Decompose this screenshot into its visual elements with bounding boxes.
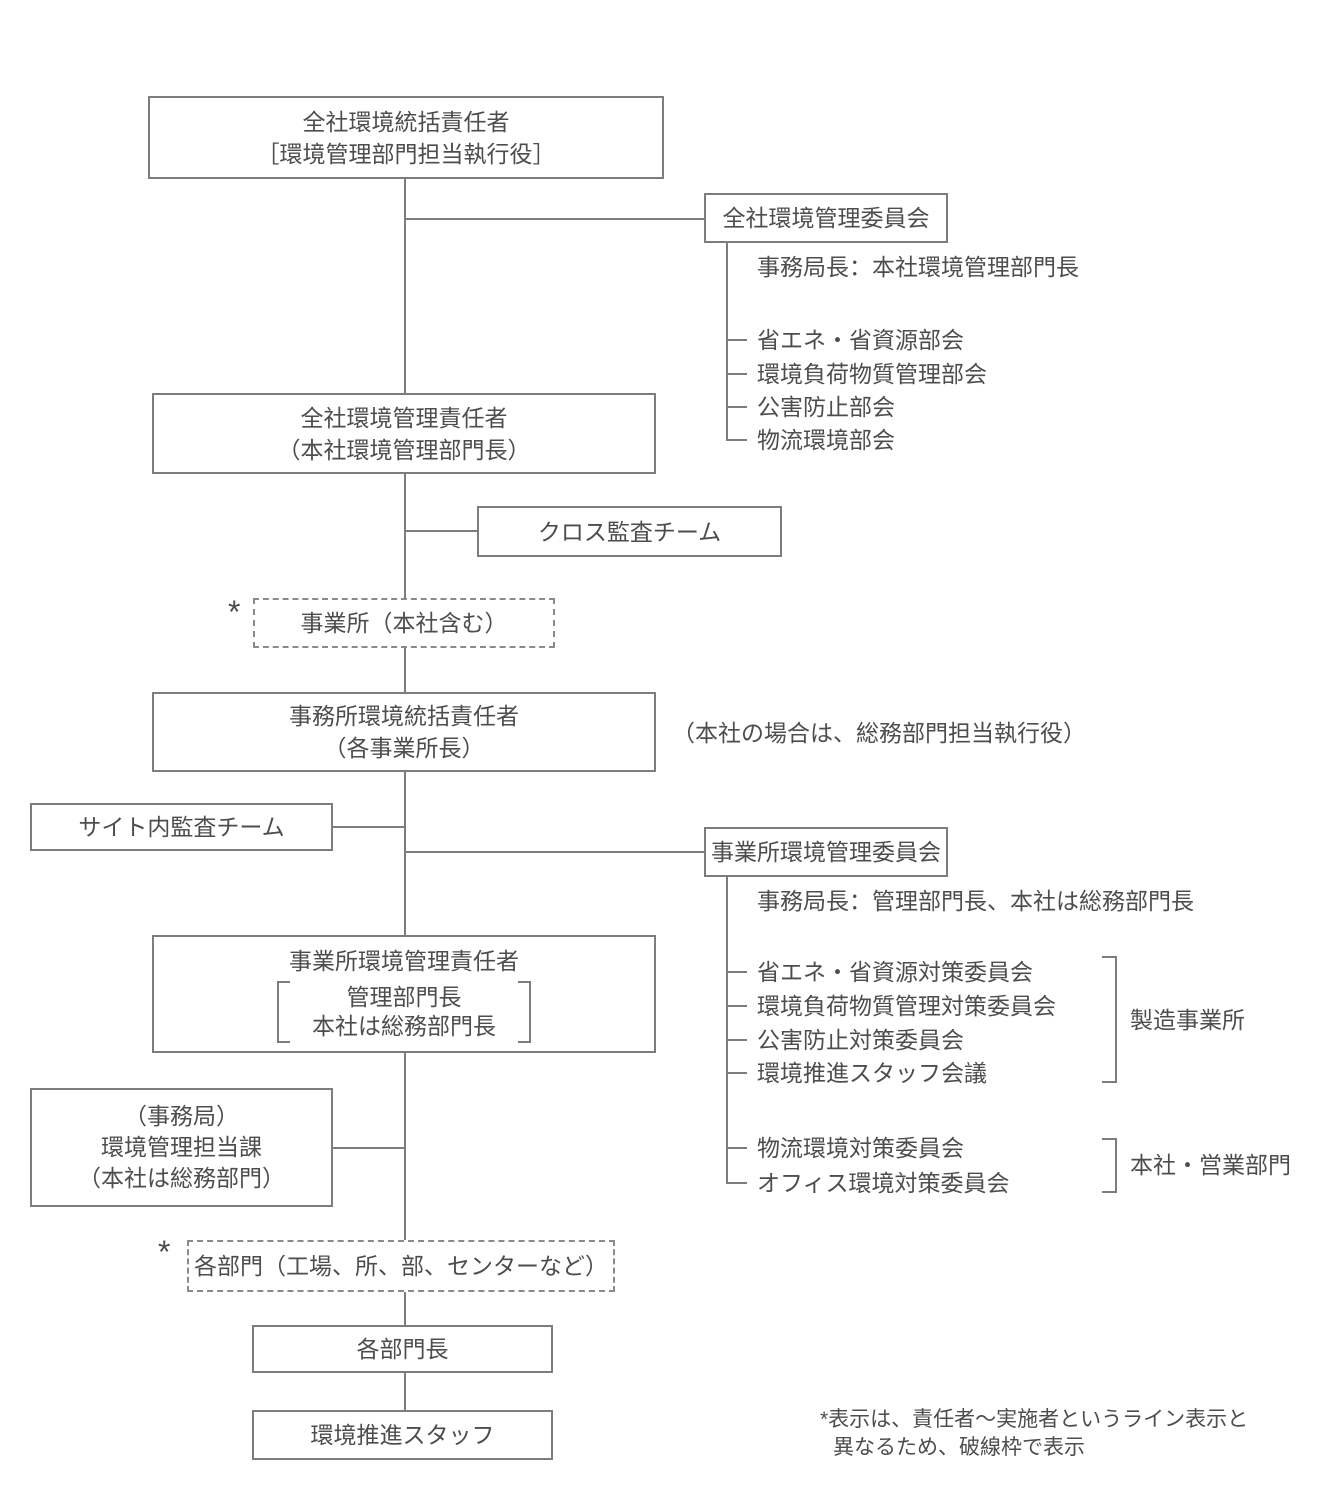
site-committee-tick-5 (726, 1147, 747, 1149)
node-secretariat-line1: （事務局） (124, 1103, 239, 1129)
site-env-manager-bracket-group: 管理部門長 本社は総務部門長 (277, 981, 531, 1043)
node-office-env-chief-line1: 事務所環境統括責任者 (289, 703, 519, 729)
connector-cross-audit (404, 530, 477, 532)
site-committee-item: 物流環境対策委員会 (757, 1135, 964, 1161)
node-promotion-staff-label: 環境推進スタッフ (310, 1422, 495, 1448)
departments-dashed-asterisk: * (158, 1234, 171, 1270)
node-site-env-manager: 事業所環境管理責任者 管理部門長 本社は総務部門長 (152, 935, 656, 1053)
node-site-env-manager-bracket-line1: 管理部門長 (346, 984, 462, 1010)
company-committee-branch-line (726, 243, 728, 441)
node-cross-audit-team-label: クロス監査チーム (537, 518, 722, 545)
node-site-env-manager-bracket-line2: 本社は総務部門長 (312, 1013, 496, 1039)
trunk-segment-6 (404, 1292, 406, 1325)
company-committee-tick-3 (726, 406, 747, 408)
site-committee-item: 省エネ・省資源対策委員会 (757, 959, 1033, 985)
company-committee-secretariat: 事務局長：本社環境管理部門長 (757, 254, 1079, 280)
site-committee-tick-6 (726, 1182, 747, 1184)
company-committee-tick-4 (726, 439, 747, 441)
node-site-env-manager-line1: 事業所環境管理責任者 (289, 948, 519, 974)
node-secretariat-line2: 環境管理担当課 (101, 1134, 262, 1160)
node-company-env-chief: 全社環境統括責任者 ［環境管理部門担当執行役］ (148, 96, 664, 179)
footnote-line2: 異なるため、破線枠で表示 (833, 1436, 1085, 1459)
site-committee-secretariat: 事務局長：管理部門長、本社は総務部門長 (757, 888, 1194, 914)
trunk-segment-2 (404, 474, 406, 598)
footnote-line1: *表示は、責任者～実施者というライン表示と (820, 1408, 1249, 1431)
office-bracket-label: 本社・営業部門 (1130, 1152, 1291, 1178)
node-business-sites: 事業所（本社含む） (253, 598, 555, 648)
node-site-audit-team: サイト内監査チーム (30, 803, 333, 851)
site-committee-tick-2 (726, 1005, 747, 1007)
site-committee-tick-1 (726, 971, 747, 973)
node-company-env-manager-line2: （本社環境管理部門長） (277, 436, 531, 463)
site-committee-item: 環境負荷物質管理対策委員会 (757, 993, 1056, 1019)
node-departments: 各部門（工場、所、部、センターなど） (187, 1240, 615, 1292)
site-committee-item: オフィス環境対策委員会 (757, 1170, 1010, 1196)
node-department-heads: 各部門長 (252, 1325, 553, 1373)
node-company-committee: 全社環境管理委員会 (704, 193, 948, 243)
footnote: *表示は、責任者～実施者というライン表示と 異なるため、破線枠で表示 (820, 1406, 1248, 1462)
site-committee-branch-line (726, 877, 728, 1184)
trunk-segment-3 (404, 648, 406, 692)
node-departments-label: 各部門（工場、所、部、センターなど） (194, 1253, 608, 1279)
connector-secretariat-box (333, 1147, 404, 1149)
node-business-sites-label: 事業所（本社含む） (300, 610, 508, 636)
site-committee-tick-3 (726, 1039, 747, 1041)
node-secretariat: （事務局） 環境管理担当課 （本社は総務部門） (30, 1088, 333, 1207)
node-site-committee-label: 事業所環境管理委員会 (711, 839, 941, 865)
manufacturing-bracket-label: 製造事業所 (1130, 1007, 1245, 1033)
company-committee-tick-1 (726, 339, 747, 341)
site-committee-item: 環境推進スタッフ会議 (757, 1060, 987, 1086)
company-committee-tick-2 (726, 373, 747, 375)
company-committee-item: 公害防止部会 (757, 394, 895, 420)
company-committee-item: 省エネ・省資源部会 (757, 327, 964, 353)
node-company-env-chief-line1: 全社環境統括責任者 (302, 108, 510, 135)
node-company-env-chief-line2: ［環境管理部門担当執行役］ (256, 140, 556, 167)
office-env-chief-note: （本社の場合は、総務部門担当執行役） (672, 720, 1086, 746)
node-company-env-manager: 全社環境管理責任者 （本社環境管理部門長） (152, 393, 656, 474)
node-site-committee: 事業所環境管理委員会 (704, 827, 948, 877)
right-bracket-shape (518, 981, 531, 1043)
node-company-env-manager-line1: 全社環境管理責任者 (300, 404, 508, 431)
connector-site-audit (333, 826, 404, 828)
node-office-env-chief-line2: （各事業所長） (323, 735, 485, 761)
trunk-segment-4 (404, 772, 406, 935)
node-cross-audit-team: クロス監査チーム (477, 506, 782, 557)
connector-site-committee (404, 851, 705, 853)
trunk-segment-5 (404, 1053, 406, 1240)
site-committee-item: 公害防止対策委員会 (757, 1027, 964, 1053)
node-company-committee-label: 全社環境管理委員会 (722, 205, 930, 231)
node-promotion-staff: 環境推進スタッフ (252, 1410, 553, 1460)
site-committee-tick-4 (726, 1072, 747, 1074)
trunk-segment-1 (404, 178, 406, 393)
company-committee-item: 環境負荷物質管理部会 (757, 361, 987, 387)
site-dashed-asterisk: * (228, 594, 241, 630)
node-department-heads-label: 各部門長 (356, 1336, 449, 1362)
manufacturing-bracket (1102, 956, 1117, 1083)
office-bracket (1102, 1138, 1117, 1193)
node-secretariat-line3: （本社は総務部門） (78, 1165, 285, 1191)
trunk-segment-7 (404, 1373, 406, 1410)
node-office-env-chief: 事務所環境統括責任者 （各事業所長） (152, 692, 656, 772)
node-site-audit-team-label: サイト内監査チーム (78, 814, 285, 840)
left-bracket-shape (277, 981, 290, 1043)
connector-company-committee (404, 218, 705, 220)
company-committee-item: 物流環境部会 (757, 427, 895, 453)
